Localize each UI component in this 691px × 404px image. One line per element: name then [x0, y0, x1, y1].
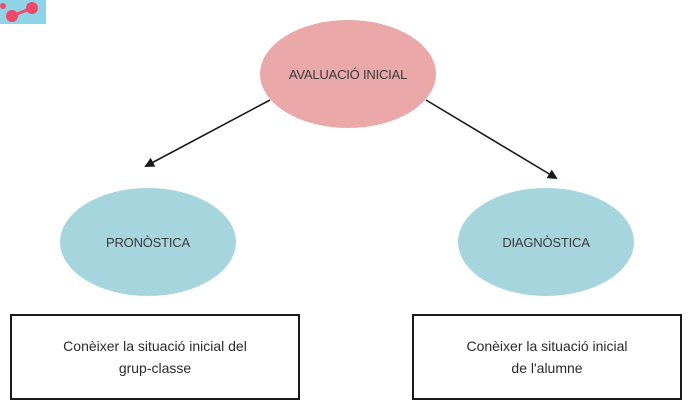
- arrow-to-diagnostica: [425, 99, 558, 180]
- node-avaluacio-inicial-label: AVALUACIÓ INICIAL: [288, 66, 408, 82]
- node-pronostica: PRONÒSTICA: [60, 188, 236, 296]
- diagnostica-description-line-2: de l'alumne: [511, 360, 583, 376]
- arrow-to-pronostica: [144, 99, 271, 167]
- pronostica-description-box: Conèixer la situació inicial del grup-cl…: [10, 314, 300, 400]
- diagnostica-description-line-1: Conèixer la situació inicial: [466, 338, 628, 354]
- pronostica-description-line-2: grup-classe: [118, 360, 192, 376]
- node-diagnostica: DIAGNÒSTICA: [458, 188, 634, 296]
- node-diagnostica-label: DIAGNÒSTICA: [502, 234, 590, 250]
- diagnostica-description-box: Conèixer la situació inicial de l'alumne: [412, 314, 682, 400]
- node-pronostica-label: PRONÒSTICA: [106, 234, 190, 250]
- molecule-logo-icon: [0, 0, 46, 24]
- node-avaluacio-inicial: AVALUACIÓ INICIAL: [260, 20, 436, 128]
- pronostica-description-line-1: Conèixer la situació inicial del: [63, 338, 247, 354]
